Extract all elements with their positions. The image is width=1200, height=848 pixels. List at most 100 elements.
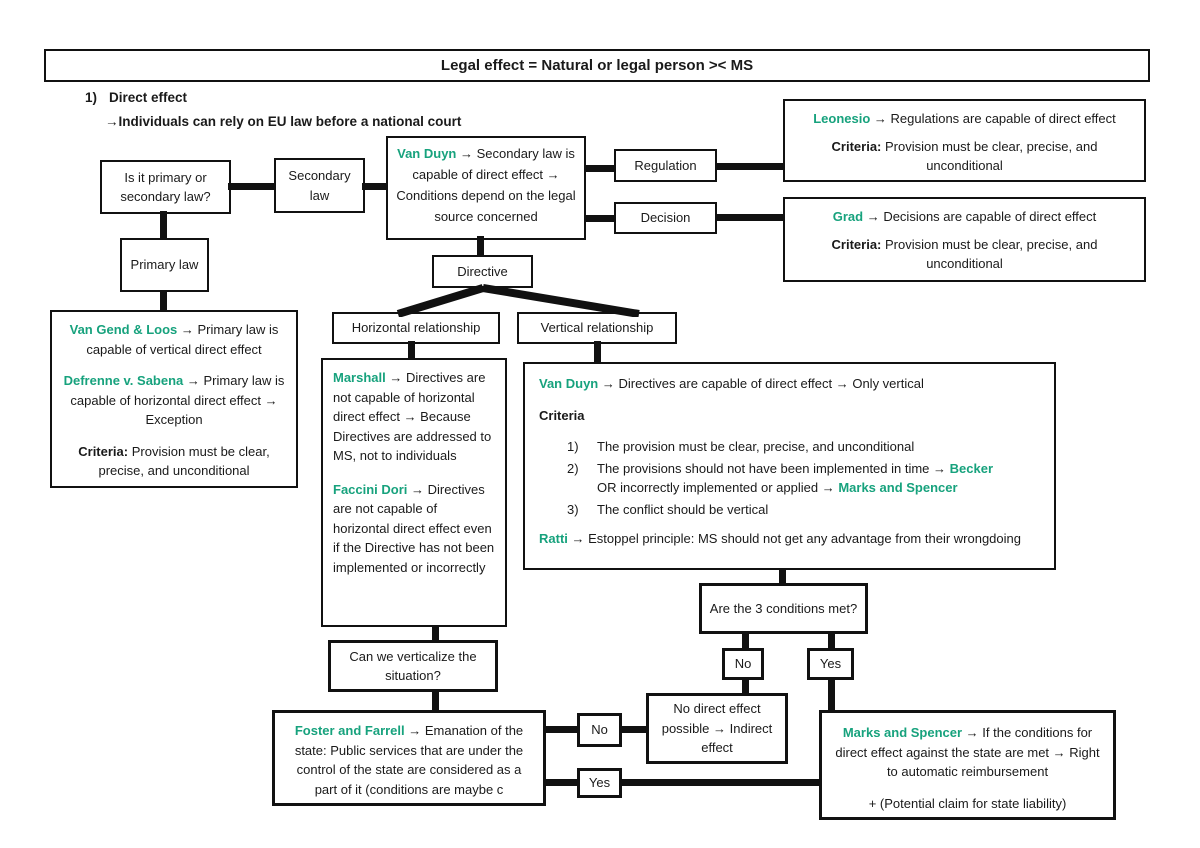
node-decision-label: Decision xyxy=(640,210,691,226)
node-conditions-question-label: Are the 3 conditions met? xyxy=(709,600,858,616)
node-vertical-relationship-label: Vertical relationship xyxy=(540,320,654,336)
node-foster-text: → Emanation of the state: Public service… xyxy=(294,723,524,797)
node-secondary-law-label: Secondary law xyxy=(288,168,351,203)
connector-conditions-to-no xyxy=(742,632,749,650)
connector-regulation-to-leonesio xyxy=(715,163,783,170)
list-item-1: 1) The provision must be clear, precise,… xyxy=(567,437,1040,457)
node-leonesio: Leonesio → Regulations are capable of di… xyxy=(783,99,1146,182)
node-vdd-ratti: Ratti → Estoppel principle: MS should no… xyxy=(539,529,1040,549)
node-regulation: Regulation xyxy=(614,149,717,182)
connector-question-to-primary xyxy=(160,211,167,240)
connector-verticalize-to-foster xyxy=(432,690,439,712)
node-van-duyn-directives: Van Duyn → Directives are capable of dir… xyxy=(523,362,1056,570)
list-item-2: 2) The provisions should not have been i… xyxy=(567,459,1040,498)
node-van-gend-text2: → Primary law is capable of horizontal d… xyxy=(70,373,285,427)
case-van-gend-loos: Van Gend & Loos xyxy=(69,322,178,337)
case-grad: Grad xyxy=(832,209,864,224)
node-vertical-relationship: Vertical relationship xyxy=(517,312,677,344)
node-vdd-list: 1) The provision must be clear, precise,… xyxy=(567,437,1040,519)
case-marks-and-spencer: Marks and Spencer xyxy=(842,725,963,740)
section-heading: 1)Direct effect →Individuals can rely on… xyxy=(85,86,461,133)
section-title: Direct effect xyxy=(109,90,188,105)
diagram-title: Legal effect = Natural or legal person >… xyxy=(44,49,1150,82)
list-item-2-number: 2) xyxy=(567,460,579,476)
node-marks-spencer-extra: + (Potential claim for state liability) xyxy=(868,795,1067,811)
node-no-direct-effect: No direct effect possible → Indirect eff… xyxy=(646,693,788,764)
list-item-2-text: The provisions should not have been impl… xyxy=(597,459,1040,498)
list-item-2-line1: The provisions should not have been impl… xyxy=(597,460,950,476)
node-secondary-law: Secondary law xyxy=(274,158,365,213)
list-item-3-number: 3) xyxy=(567,501,579,517)
connector-question-to-secondary xyxy=(228,183,274,190)
connector-vanduyn-to-decision xyxy=(585,215,614,222)
connector-yes-to-marksspencer xyxy=(828,678,835,712)
connector-directive-fork xyxy=(396,284,640,317)
section-heading-line1: 1)Direct effect xyxy=(85,86,461,110)
connector-foster-to-yes xyxy=(544,779,579,786)
case-foster-farrell: Foster and Farrell xyxy=(294,723,405,738)
criteria-label: Criteria: xyxy=(831,236,882,252)
connector-decision-to-grad xyxy=(715,214,783,221)
list-item-3: 3) The conflict should be vertical xyxy=(567,500,1040,520)
node-vdd-text: → Directives are capable of direct effec… xyxy=(598,376,924,391)
node-marshall-text2: → Directives are not capable of horizont… xyxy=(333,481,495,575)
node-vdd-p1: Van Duyn → Directives are capable of dir… xyxy=(539,374,1040,394)
connector-vertical-to-vanduyn xyxy=(594,341,601,364)
connector-yes-to-marksspencer-box xyxy=(620,779,821,786)
node-primary-question-label: Is it primary or secondary law? xyxy=(120,169,211,205)
list-item-3-text: The conflict should be vertical xyxy=(597,501,769,517)
node-leonesio-line1: Leonesio → Regulations are capable of di… xyxy=(795,109,1134,129)
connector-primary-to-vangend xyxy=(160,290,167,312)
node-vdd-criteria-label: Criteria xyxy=(539,407,585,423)
node-foster: Foster and Farrell → Emanation of the st… xyxy=(272,710,546,806)
node-van-gend-p1: Van Gend & Loos → Primary law is capable… xyxy=(62,320,286,359)
node-verticalize-question: Can we verticalize the situation? xyxy=(328,640,498,692)
node-van-gend-criteria: Criteria: Provision must be clear, preci… xyxy=(62,442,286,481)
node-directive-label: Directive xyxy=(457,263,508,279)
node-primary-law-label: Primary law xyxy=(130,257,199,273)
node-verticalize-yes-label: Yes xyxy=(588,775,611,791)
node-marks-spencer: Marks and Spencer → If the conditions fo… xyxy=(819,710,1116,820)
node-van-duyn-secondary: Van Duyn → Secondary law is capable of d… xyxy=(386,136,586,240)
node-van-duyn-secondary-text: → Secondary law is capable of direct eff… xyxy=(396,146,576,224)
list-item-1-text: The provision must be clear, precise, an… xyxy=(597,439,915,454)
node-marshall: Marshall → Directives are not capable of… xyxy=(321,358,507,627)
connector-no-to-nodirect xyxy=(742,678,749,695)
node-conditions-no-label: No xyxy=(734,656,752,672)
case-marshall: Marshall xyxy=(333,370,386,385)
diagram-title-text: Legal effect = Natural or legal person >… xyxy=(440,57,754,74)
node-no-direct-effect-label: No direct effect possible → Indirect eff… xyxy=(661,701,773,756)
node-grad-line1: Grad → Decisions are capable of direct e… xyxy=(795,207,1134,227)
node-leonesio-criteria: Criteria: Provision must be clear, preci… xyxy=(795,137,1134,176)
node-verticalize-question-label: Can we verticalize the situation? xyxy=(349,648,477,684)
node-van-gend: Van Gend & Loos → Primary law is capable… xyxy=(50,310,298,488)
node-verticalize-no: No xyxy=(577,713,622,747)
criteria-text: Provision must be clear, precise, and un… xyxy=(881,138,1098,174)
node-vdd-ratti-text: → Estoppel principle: MS should not get … xyxy=(567,531,1022,546)
criteria-text: Provision must be clear, precise, and un… xyxy=(98,443,270,479)
case-becker: Becker xyxy=(949,460,994,476)
node-marks-spencer-text: → If the conditions for direct effect ag… xyxy=(835,725,1100,779)
list-item-2-line2: OR incorrectly implemented or applied → xyxy=(597,480,839,495)
connector-horizontal-to-marshall xyxy=(408,341,415,360)
node-horizontal-relationship: Horizontal relationship xyxy=(332,312,500,344)
node-leonesio-text: → Regulations are capable of direct effe… xyxy=(870,111,1116,126)
node-marks-spencer-p1: Marks and Spencer → If the conditions fo… xyxy=(834,723,1101,782)
case-leonesio: Leonesio xyxy=(813,111,871,126)
node-grad-criteria: Criteria: Provision must be clear, preci… xyxy=(795,235,1134,274)
node-regulation-label: Regulation xyxy=(634,157,697,173)
node-horizontal-relationship-label: Horizontal relationship xyxy=(351,320,481,336)
connector-secondary-to-vanduyn xyxy=(362,183,386,190)
node-conditions-no: No xyxy=(722,648,764,680)
node-conditions-yes-label: Yes xyxy=(819,656,842,672)
connector-no-to-nodirect-box xyxy=(620,726,648,733)
node-grad-text: → Decisions are capable of direct effect xyxy=(863,209,1097,224)
node-van-gend-text1: → Primary law is capable of vertical dir… xyxy=(86,322,279,357)
connector-conditions-to-yes xyxy=(828,632,835,650)
node-marshall-p2: Faccini Dori → Directives are not capabl… xyxy=(333,480,495,578)
list-item-1-number: 1) xyxy=(567,439,579,454)
connector-vanduyn-to-conditions xyxy=(779,568,786,585)
node-grad: Grad → Decisions are capable of direct e… xyxy=(783,197,1146,282)
case-van-duyn: Van Duyn xyxy=(397,146,457,161)
connector-marshall-to-verticalize xyxy=(432,625,439,642)
